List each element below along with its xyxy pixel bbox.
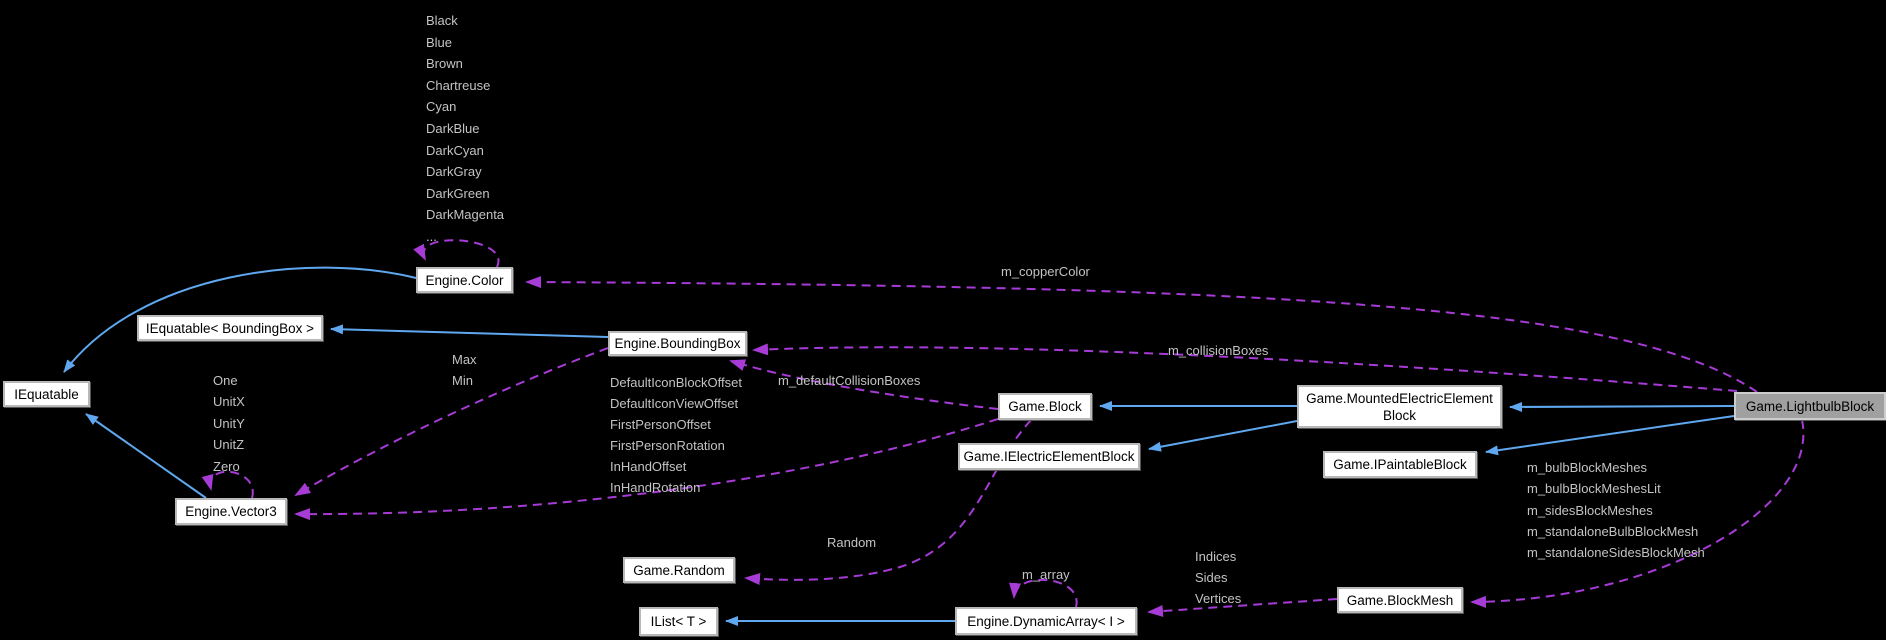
node-iequatable-boundingbox[interactable]: IEquatable< BoundingBox > (137, 315, 323, 341)
edge-inherit-lightbulb-to-mounted (1509, 401, 1735, 412)
node-engine-vector3[interactable]: Engine.Vector3 (175, 498, 287, 525)
edge-label: UnitX (213, 394, 245, 410)
label-m-collisionboxes: m_collisionBoxes (1168, 340, 1268, 361)
node-iequatable[interactable]: IEquatable (3, 381, 90, 407)
edge-usage-boundingbox-to-vector3-maxmin (294, 347, 609, 497)
edge-usage-lightbulb-to-color-coppercolor (525, 276, 1758, 393)
lightbulb-mesh-members: m_bulbBlockMeshes m_bulbBlockMeshesLit m_s… (1527, 457, 1705, 563)
node-game-ipaintableblock[interactable]: Game.IPaintableBlock (1323, 451, 1477, 478)
node-engine-color[interactable]: Engine.Color (416, 267, 513, 293)
edge-label: m_standaloneBulbBlockMesh (1527, 523, 1699, 539)
node-game-mountedelectricelementblock[interactable]: Game.MountedElectricElement Block (1297, 385, 1502, 428)
edge-label: DarkBlue (426, 120, 480, 136)
edge-label: m_array (1022, 567, 1070, 582)
edge-inherit-mounted-to-ielectric (1148, 420, 1298, 452)
edge-label: Min (452, 373, 473, 388)
edge-label: Vertices (1195, 591, 1242, 606)
edge-usage-lightbulb-to-boundingbox-collisionboxes (752, 343, 1738, 392)
edge-label: Black (426, 13, 458, 28)
edge-label: Chartreuse (426, 77, 491, 93)
edge-label: m_collisionBoxes (1168, 343, 1269, 358)
edge-usage-lightbulb-to-blockmesh-meshes (1470, 419, 1805, 608)
edge-label: InHandOffset (610, 459, 687, 474)
edge-usage-block-to-boundingbox-defaultcollisionboxes (729, 359, 999, 410)
edge-usage-color-self-loop (413, 239, 500, 268)
node-game-ielectricelementblock[interactable]: Game.IElectricElementBlock (958, 443, 1140, 470)
edge-label: Brown (426, 56, 463, 72)
edge-label: UnitZ (213, 437, 245, 453)
edge-label: DarkMagenta (426, 207, 505, 223)
edge-label: ... (426, 228, 437, 244)
edge-label: Blue (426, 34, 453, 50)
edge-usage-dynamicarray-self-loop (1009, 578, 1078, 608)
node-game-block[interactable]: Game.Block (998, 393, 1092, 420)
edge-label: Zero (213, 458, 240, 474)
edge-label: DarkCyan (426, 142, 484, 158)
label-m-coppercolor: m_copperColor (1001, 261, 1090, 282)
edge-label: Indices (1195, 549, 1237, 564)
edge-label: Sides (1195, 570, 1228, 585)
edge-label: DefaultIconBlockOffset (610, 375, 742, 390)
edge-label: UnitY (213, 415, 245, 431)
edge-label: m_bulbBlockMeshes (1527, 460, 1647, 475)
label-random: Random (827, 532, 876, 553)
edge-label: m_defaultCollisionBoxes (778, 373, 921, 388)
node-game-lightbulbblock[interactable]: Game.LightbulbBlock (1734, 392, 1886, 420)
node-game-random[interactable]: Game.Random (623, 557, 735, 583)
edge-label: m_standaloneSidesBlockMesh (1527, 545, 1705, 561)
edge-label: Random (827, 535, 877, 550)
edge-label: DefaultIconViewOffset (610, 396, 739, 411)
edge-label: InHandRotation (610, 480, 701, 495)
label-m-array: m_array (1022, 564, 1070, 585)
edge-label: One (213, 373, 238, 388)
edge-inherit-boundingbox-to-iequatable-boundingbox (330, 324, 609, 338)
edge-label: m_bulbBlockMeshesLit (1527, 481, 1661, 497)
edge-label: FirstPersonOffset (610, 417, 711, 432)
edge-label: m_sidesBlockMeshes (1527, 502, 1653, 518)
node-engine-boundingbox[interactable]: Engine.BoundingBox (608, 331, 747, 356)
edge-usage-blockmesh-to-dynamicarray (1147, 598, 1338, 618)
edge-label: m_copperColor (1001, 264, 1090, 279)
node-game-blockmesh[interactable]: Game.BlockMesh (1337, 587, 1463, 613)
edge-inherit-vector3-to-iequatable (85, 413, 207, 499)
edge-inherit-lightbulb-to-ipaintable (1485, 415, 1735, 456)
edge-label: Cyan (426, 99, 457, 115)
edge-label: FirstPersonRotation (610, 438, 725, 453)
node-ilist-t[interactable]: IList< T > (639, 607, 718, 636)
edge-usage-vector3-self-loop (201, 470, 254, 499)
node-engine-dynamicarray[interactable]: Engine.DynamicArray< I > (955, 607, 1137, 635)
edge-label: DarkGreen (426, 185, 490, 201)
edge-label: DarkGray (426, 164, 482, 180)
edge-inherit-color-to-iequatable (63, 266, 417, 373)
edge-usage-block-to-vector3-offsets (294, 418, 999, 521)
edge-usage-block-to-random (744, 419, 1032, 586)
edge-label: Max (452, 352, 477, 367)
label-m-defaultcollisionboxes: m_defaultCollisionBoxes (778, 370, 920, 391)
